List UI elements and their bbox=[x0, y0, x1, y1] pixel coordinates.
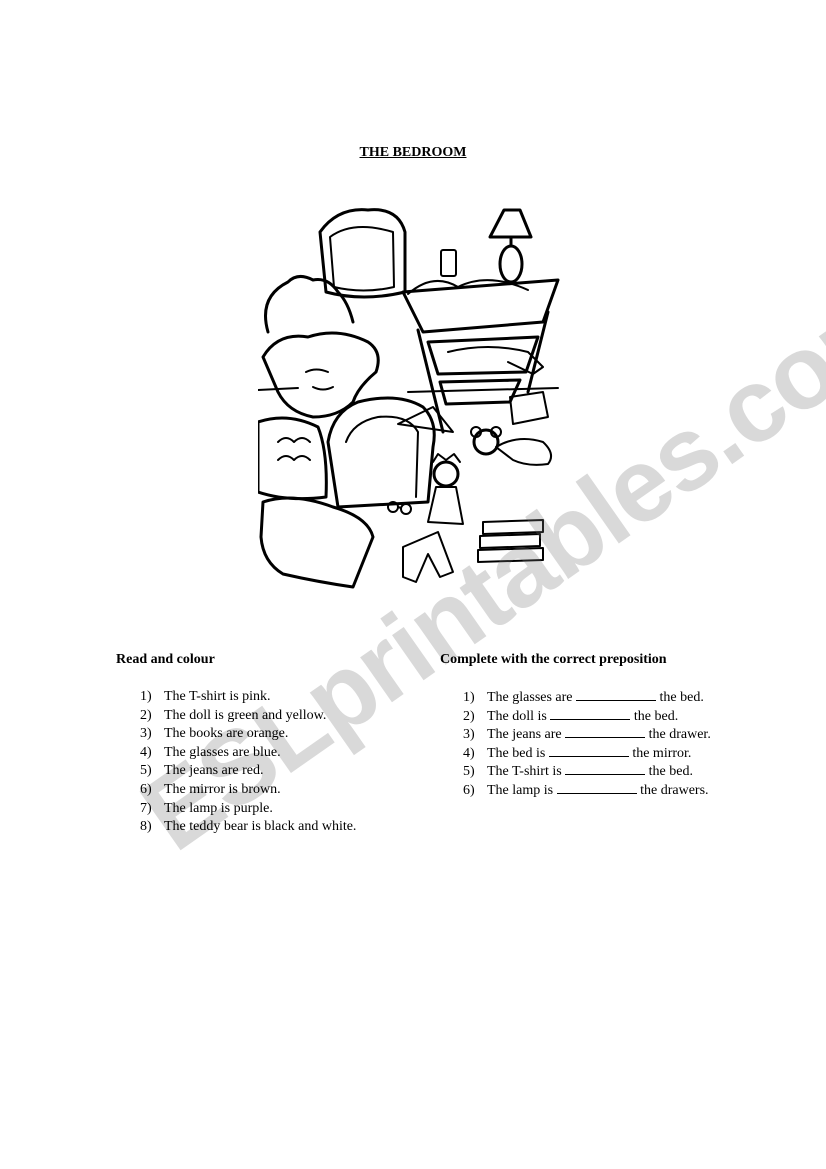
list-item: 2)The doll is green and yellow. bbox=[140, 707, 327, 723]
preposition-section: Complete with the correct preposition 1)… bbox=[440, 652, 760, 800]
list-item: 5)The T-shirt is the bed. bbox=[463, 762, 693, 780]
list-item: 6)The mirror is brown. bbox=[140, 781, 281, 797]
list-item: 3)The jeans are the drawer. bbox=[463, 725, 711, 743]
list-item: 1)The glasses are the bed. bbox=[463, 688, 704, 705]
answer-blank[interactable] bbox=[548, 744, 629, 757]
answer-blank[interactable] bbox=[550, 707, 631, 720]
list-item: 5)The jeans are red. bbox=[140, 763, 264, 779]
read-and-colour-section: Read and colour 1)The T-shirt is pink. 2… bbox=[116, 652, 426, 837]
list-item: 4)The bed is the mirror. bbox=[463, 744, 692, 761]
answer-blank[interactable] bbox=[556, 781, 637, 794]
list-item: 8)The teddy bear is black and white. bbox=[140, 819, 357, 835]
answer-blank[interactable] bbox=[565, 725, 646, 739]
list-item: 3)The books are orange. bbox=[140, 726, 289, 742]
list-item: 4)The glasses are blue. bbox=[140, 744, 281, 760]
list-item: 1)The T-shirt is pink. bbox=[140, 689, 271, 704]
section-heading: Complete with the correct preposition bbox=[440, 652, 667, 667]
preposition-list: 1)The glasses are the bed. 2)The doll is… bbox=[440, 688, 760, 800]
page-title: THE BEDROOM bbox=[359, 145, 467, 160]
list-item: 6)The lamp is the drawers. bbox=[463, 781, 709, 798]
bedroom-illustration bbox=[258, 208, 560, 589]
section-heading: Read and colour bbox=[116, 652, 215, 667]
answer-blank[interactable] bbox=[576, 688, 657, 701]
colour-list: 1)The T-shirt is pink. 2)The doll is gre… bbox=[116, 688, 426, 837]
list-item: 2)The doll is the bed. bbox=[463, 707, 679, 724]
answer-blank[interactable] bbox=[565, 762, 646, 776]
list-item: 7)The lamp is purple. bbox=[140, 800, 273, 816]
